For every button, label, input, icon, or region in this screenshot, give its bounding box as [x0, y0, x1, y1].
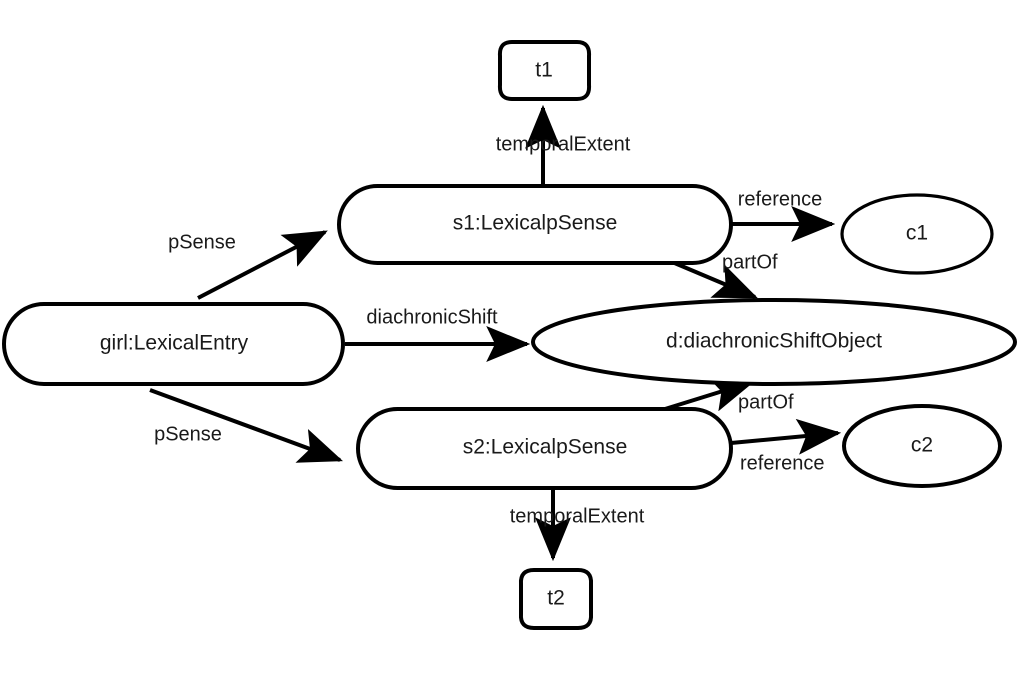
node-girl-shape[interactable] — [2, 302, 345, 386]
edge-label-reference-upper: reference — [738, 188, 823, 210]
edge-diachronicshift-girl-d: diachronicShift — [345, 306, 531, 362]
edge-label-reference-lower: reference — [740, 452, 825, 474]
edge-psense-girl-s1: pSense — [168, 230, 328, 300]
edge-psense-girl-s2: pSense — [149, 388, 344, 463]
node-s2-shape[interactable] — [356, 407, 733, 490]
node-t1-shape[interactable] — [497, 40, 592, 101]
edge-label-partof-upper: partOf — [722, 251, 778, 273]
node-girl[interactable]: girl:LexicalEntry — [2, 302, 345, 386]
node-c2[interactable]: c2 — [842, 404, 1002, 488]
node-t2-shape[interactable] — [518, 568, 594, 630]
node-c1[interactable]: c1 — [840, 193, 994, 275]
node-t2[interactable]: t2 — [518, 568, 594, 630]
node-d-shape[interactable] — [531, 298, 1017, 386]
node-s2[interactable]: s2:LexicalpSense — [356, 407, 733, 490]
node-d[interactable]: d:diachronicShiftObject — [531, 298, 1017, 386]
node-c2-shape[interactable] — [842, 404, 1002, 488]
edge-label-partof-lower: partOf — [738, 391, 794, 413]
node-s1-shape[interactable] — [337, 184, 733, 265]
edge-label-diachronicshift: diachronicShift — [366, 306, 498, 328]
edge-label-psense-lower: pSense — [154, 423, 222, 445]
edge-label-temporalextent-lower: temporalExtent — [510, 505, 645, 527]
edge-line — [730, 418, 842, 455]
node-c1-shape[interactable] — [840, 193, 994, 275]
edge-line — [664, 257, 758, 299]
edge-line — [664, 376, 756, 412]
node-t1[interactable]: t1 — [497, 40, 592, 101]
edge-label-psense-upper: pSense — [168, 231, 236, 253]
edge-reference-s2-c2: reference — [730, 418, 842, 474]
edge-label-temporalextent-upper: temporalExtent — [496, 133, 631, 155]
edge-reference-s1-c1: reference — [731, 188, 836, 242]
node-s1[interactable]: s1:LexicalpSense — [337, 184, 733, 265]
edge-line — [149, 388, 344, 463]
edge-line — [197, 230, 328, 300]
